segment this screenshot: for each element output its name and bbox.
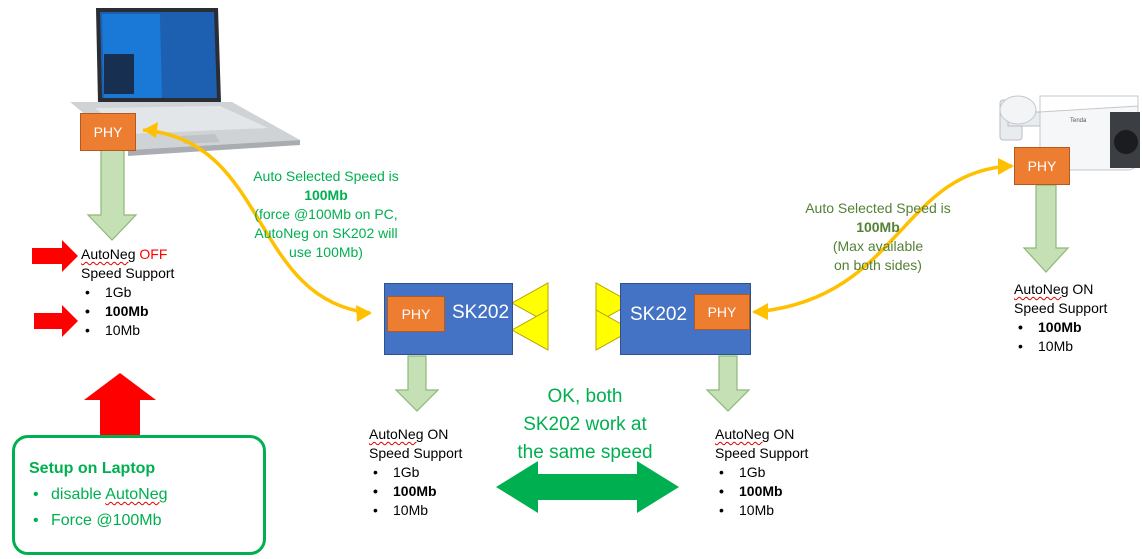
antenna-triangle [510, 282, 549, 324]
laptop-speed-block: AutoNeg OFF Speed Support 1Gb 100Mb 10Mb [81, 245, 174, 340]
link-curve-left [142, 128, 371, 315]
speed-item: 100Mb [369, 482, 462, 501]
autoneg-label: AutoNeg [715, 426, 770, 442]
antenna-triangle [510, 309, 549, 351]
note-line: (force @100Mb on PC, [254, 206, 398, 222]
speed-support-title: Speed Support [81, 265, 175, 281]
speed-item: 10Mb [369, 501, 462, 520]
speed-item: 100Mb [1014, 318, 1107, 337]
speed-list: 1Gb 100Mb 10Mb [715, 463, 808, 520]
speed-support-title: Speed Support [715, 445, 809, 461]
autoneg-state: ON [1072, 281, 1094, 297]
note-line: Auto Selected Speed is [805, 200, 951, 216]
phy-label: PHY [707, 304, 737, 320]
center-ok-note: OK, both SK202 work at the same speed [490, 383, 680, 467]
link-arrowhead [356, 305, 372, 322]
phy-label: PHY [401, 306, 431, 322]
note-speed: 100Mb [304, 187, 348, 203]
note-line: the same speed [517, 442, 653, 463]
red-arrow-icon [32, 240, 78, 272]
setup-item: disable AutoNeg [29, 482, 263, 508]
note-line: OK, both [547, 386, 623, 407]
autoneg-label: AutoNeg [369, 426, 424, 442]
double-arrow-icon [496, 461, 679, 513]
down-arrow-icon [86, 149, 138, 241]
note-line: use 100Mb) [289, 244, 363, 260]
svg-text:Tenda: Tenda [1070, 118, 1087, 124]
sk202-left-phy-box: PHY [387, 296, 445, 332]
note-line: SK202 work at [523, 414, 647, 435]
speed-item: 10Mb [1014, 337, 1107, 356]
sk202-right-speed-block: AutoNeg ON Speed Support 1Gb 100Mb 10Mb [715, 425, 808, 520]
phy-label: PHY [1027, 158, 1057, 174]
red-arrow-icon [84, 373, 156, 436]
speed-item: 1Gb [81, 283, 174, 302]
laptop-phy-box: PHY [80, 113, 136, 151]
setup-item-text: disable [51, 486, 106, 503]
speed-item: 1Gb [715, 463, 808, 482]
note-line: Auto Selected Speed is [253, 168, 399, 184]
down-arrow-icon [705, 355, 751, 412]
red-arrow-icon [34, 305, 78, 337]
setup-title: Setup on Laptop [29, 460, 156, 477]
note-line: (Max available [832, 238, 924, 254]
link-curve-right [753, 164, 1013, 314]
speed-list: 1Gb 100Mb 10Mb [369, 463, 462, 520]
right-link-note: Auto Selected Speed is 100Mb (Max availa… [788, 199, 968, 275]
camera-speed-block: AutoNeg ON Speed Support 100Mb 10Mb [1014, 280, 1107, 356]
down-arrow-icon [394, 355, 440, 412]
sk202-left-speed-block: AutoNeg ON Speed Support 1Gb 100Mb 10Mb [369, 425, 462, 520]
down-arrow-icon [1022, 184, 1070, 273]
sk202-right-phy-box: PHY [694, 294, 750, 330]
setup-list: disable AutoNeg Force @100Mb [29, 482, 263, 534]
note-speed: 100Mb [856, 219, 900, 235]
speed-support-title: Speed Support [1014, 300, 1108, 316]
setup-item-autoneg: AutoNeg [105, 486, 168, 503]
left-link-note: Auto Selected Speed is 100Mb (force @100… [226, 167, 426, 262]
antenna-triangle [595, 309, 634, 351]
phy-label: PHY [93, 124, 123, 140]
antenna-triangle [595, 282, 634, 324]
speed-item: 10Mb [81, 321, 174, 340]
note-line: AutoNeg on SK202 will [254, 225, 398, 241]
sk202-left-label: SK202 [452, 302, 510, 323]
link-arrowhead [998, 158, 1014, 175]
link-arrowhead [143, 122, 158, 138]
autoneg-state: ON [773, 426, 795, 442]
autoneg-label: AutoNeg [1014, 281, 1069, 297]
setup-on-laptop-box: Setup on Laptop disable AutoNeg Force @1… [12, 435, 266, 555]
speed-item: 100Mb [81, 302, 174, 321]
link-arrowhead [752, 303, 768, 320]
speed-support-title: Speed Support [369, 445, 463, 461]
setup-item: Force @100Mb [29, 508, 263, 534]
autoneg-state: OFF [139, 246, 168, 262]
speed-item: 10Mb [715, 501, 808, 520]
camera-phy-box: PHY [1014, 147, 1070, 185]
speed-list: 1Gb 100Mb 10Mb [81, 283, 174, 340]
autoneg-state: ON [427, 426, 449, 442]
sk202-right-label: SK202 [630, 304, 688, 325]
speed-item: 100Mb [715, 482, 808, 501]
speed-item: 1Gb [369, 463, 462, 482]
autoneg-label: AutoNeg [81, 246, 136, 262]
note-line: on both sides) [834, 257, 922, 273]
speed-list: 100Mb 10Mb [1014, 318, 1107, 356]
